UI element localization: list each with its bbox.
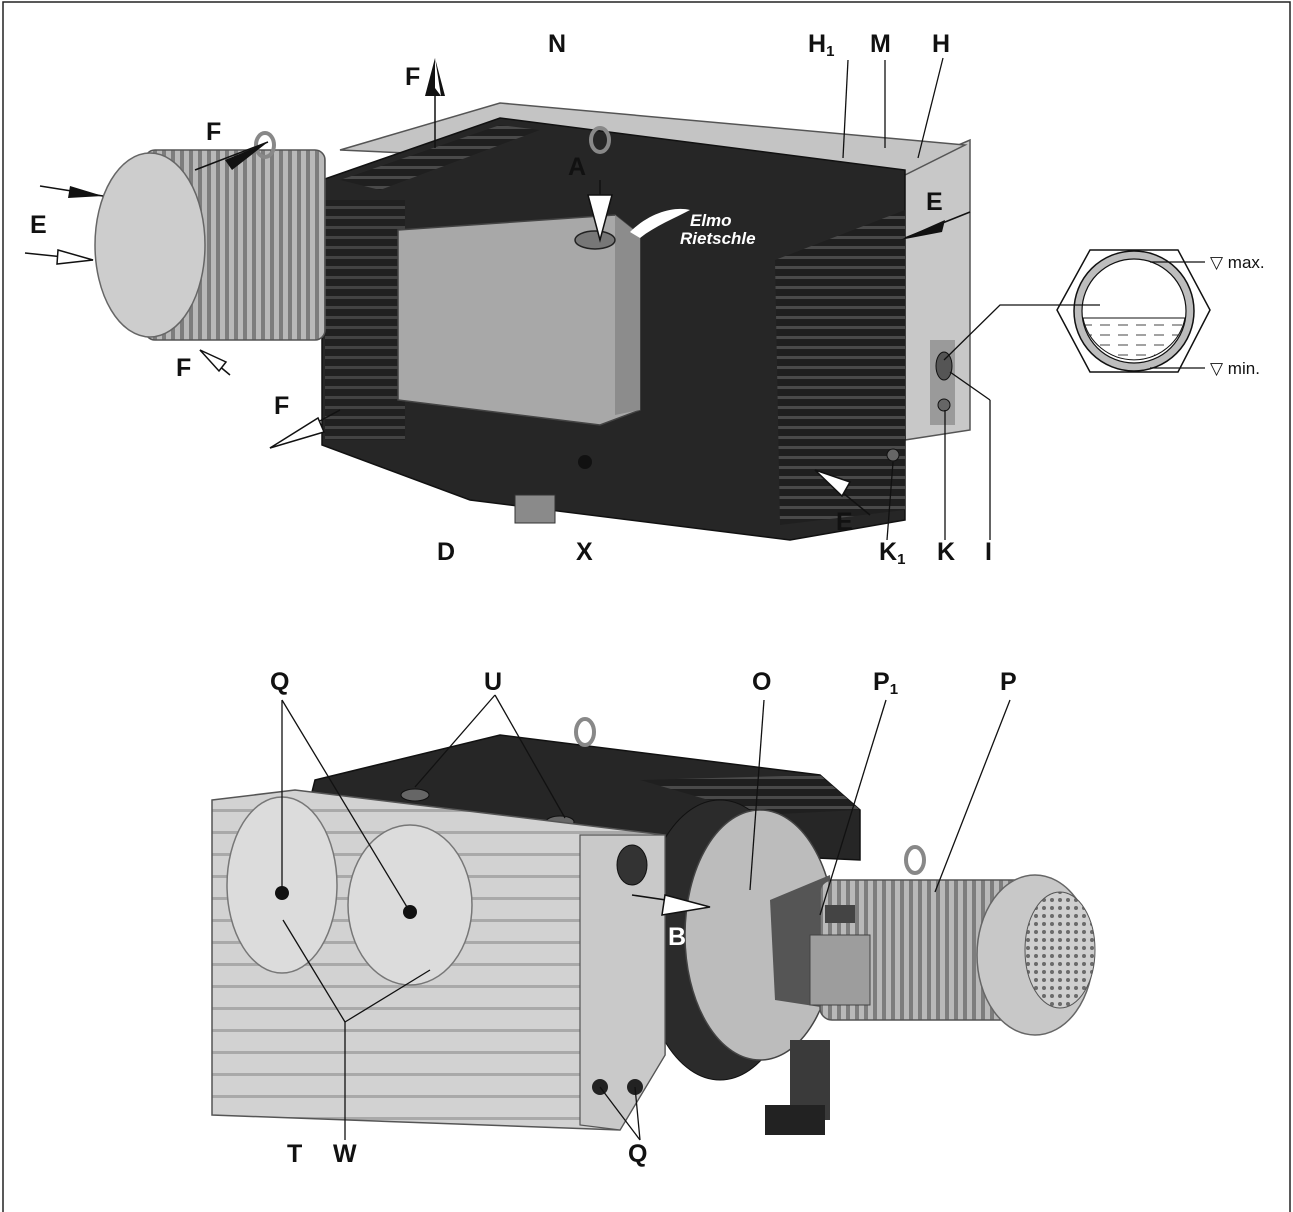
label-Q-top: Q (270, 668, 289, 696)
label-X: X (576, 538, 593, 566)
label-F-upper-left: F (206, 118, 221, 146)
label-F-top: F (405, 63, 420, 91)
label-P1: P1 (873, 668, 898, 698)
label-K: K (937, 538, 955, 566)
brand-logo: Elmo Rietschle (630, 208, 756, 248)
gauge-min-label: ▽ min. (1210, 359, 1260, 378)
label-A: A (568, 153, 586, 181)
label-F-lower-mid: F (176, 354, 191, 382)
labels-top: N H1 M H F F A E E F F E D X K1 K I (30, 30, 992, 568)
label-O: O (752, 668, 771, 696)
label-E-bottom: E (836, 508, 853, 536)
label-B: B (668, 923, 686, 951)
leader-lines-top (842, 57, 991, 541)
label-T: T (287, 1140, 302, 1168)
label-E-left: E (30, 211, 47, 239)
leader-lines-bottom (275, 694, 1011, 1141)
oil-level-gauge: ▽ max. ▽ min. (943, 249, 1265, 378)
label-I: I (985, 538, 992, 566)
label-F-lower-left: F (274, 392, 289, 420)
label-Q-bottom: Q (628, 1140, 647, 1168)
label-H1: H1 (808, 30, 834, 60)
flow-arrows-top (24, 58, 971, 516)
label-P: P (1000, 668, 1017, 696)
label-K1: K1 (879, 538, 905, 568)
logo-line-1: Elmo (690, 211, 732, 230)
label-W: W (333, 1140, 357, 1168)
labels-bottom: Q U O P1 P B T W Q (270, 668, 1017, 1168)
label-H: H (932, 30, 950, 58)
gauge-max-label: ▽ max. (1210, 253, 1265, 272)
pump-top-view: Elmo Rietschle (94, 102, 971, 541)
label-M: M (870, 30, 891, 58)
label-U: U (484, 668, 502, 696)
label-D: D (437, 538, 455, 566)
label-N: N (548, 30, 566, 58)
label-E-right: E (926, 188, 943, 216)
logo-line-2: Rietschle (680, 229, 756, 248)
